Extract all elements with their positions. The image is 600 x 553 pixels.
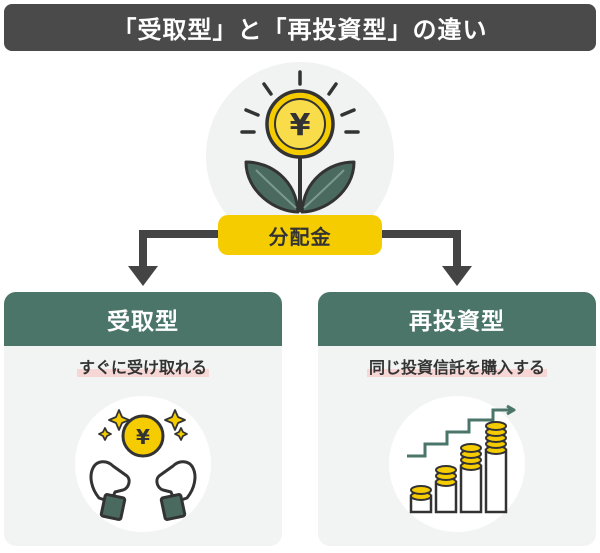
receive-type-header: 受取型 (4, 292, 282, 346)
yen-coin-sprout-icon: ¥ (240, 70, 360, 214)
reinvest-type-header: 再投資型 (318, 292, 596, 346)
coin-symbol: ¥ (136, 425, 150, 449)
receive-type-subtitle: すぐに受け取れる (76, 358, 209, 377)
hands-receiving-yen-coin-icon: ¥ (89, 409, 197, 521)
coin-symbol: ¥ (290, 108, 311, 143)
arrow-right-icon (442, 266, 472, 286)
page-title: 「受取型」と「再投資型」の違い (4, 4, 596, 51)
reinvest-type-card: 再投資型 同じ投資信託を購入する (318, 292, 596, 546)
reinvest-type-subtitle: 同じ投資信託を購入する (366, 358, 547, 377)
distribution-label: 分配金 (218, 215, 382, 255)
receive-type-card: 受取型 すぐに受け取れる ¥ (4, 292, 282, 546)
coin-stacks-growth-icon (407, 404, 516, 514)
arrow-left-icon (128, 266, 158, 286)
